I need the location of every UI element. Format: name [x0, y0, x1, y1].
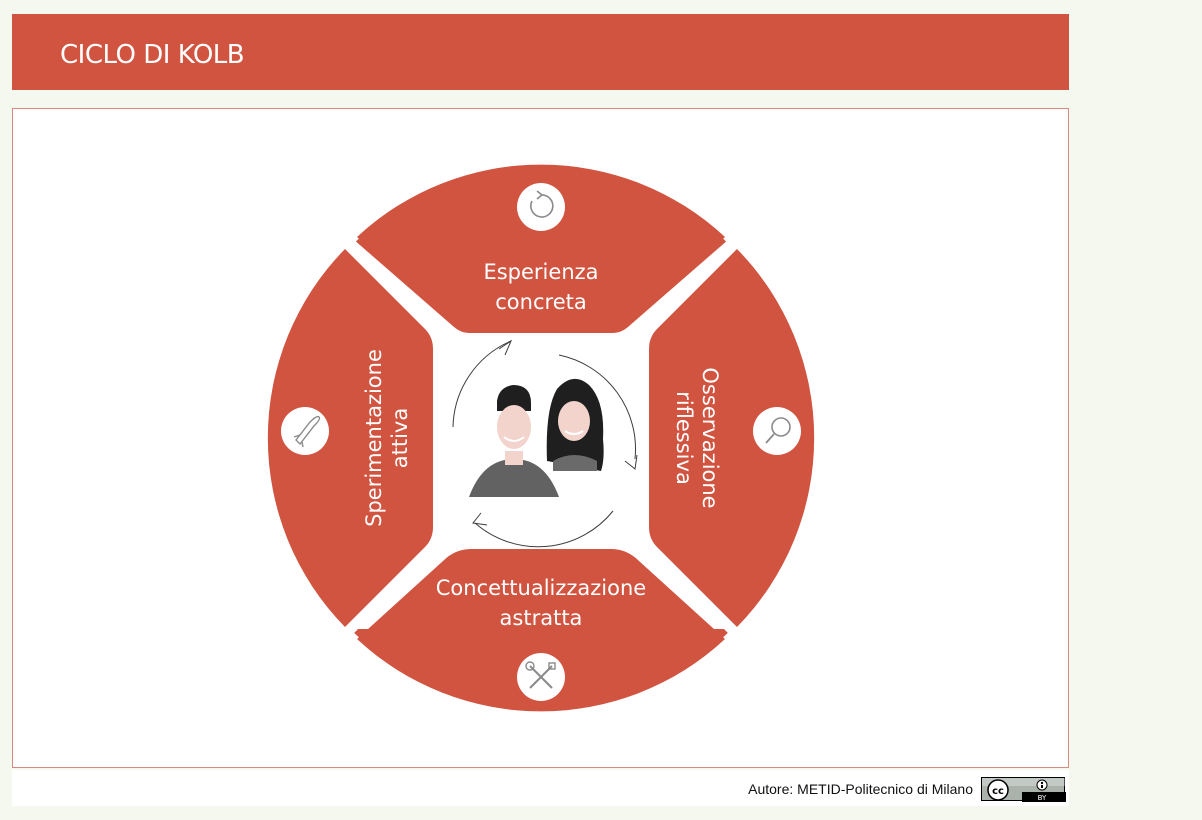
kolb-cycle-diagram: Esperienza concreta Osservazione rifless… — [267, 164, 815, 712]
tools-icon — [517, 653, 565, 701]
rocket-icon — [281, 407, 329, 455]
magnifier-icon — [753, 407, 801, 455]
label-right-line2: riflessiva — [672, 391, 696, 485]
label-bottom-line2: astratta — [500, 606, 583, 630]
cc-license-icon: cc BY — [982, 778, 1066, 802]
by-text: BY — [1038, 794, 1047, 802]
cc-by-license-badge[interactable]: cc BY — [981, 777, 1066, 802]
label-left-line2: attiva — [388, 408, 412, 468]
label-right-line1: Osservazione — [698, 367, 722, 508]
people-cycle-icon — [452, 339, 638, 548]
page-title: CICLO DI KOLB — [60, 40, 245, 70]
label-bottom-line1: Concettualizzazione — [436, 576, 646, 600]
label-top-line2: concreta — [495, 290, 586, 314]
title-banner: CICLO DI KOLB — [12, 14, 1069, 90]
label-left-line1: Sperimentazione — [362, 349, 386, 527]
refresh-icon — [517, 183, 565, 231]
label-top-line1: Esperienza — [483, 260, 598, 284]
diagram-panel: Esperienza concreta Osservazione rifless… — [12, 108, 1069, 768]
footer-bar: Autore: METID-Politecnico di Milano cc B… — [12, 770, 1069, 806]
cc-text: cc — [992, 786, 1004, 797]
author-credit: Autore: METID-Politecnico di Milano — [748, 781, 973, 797]
